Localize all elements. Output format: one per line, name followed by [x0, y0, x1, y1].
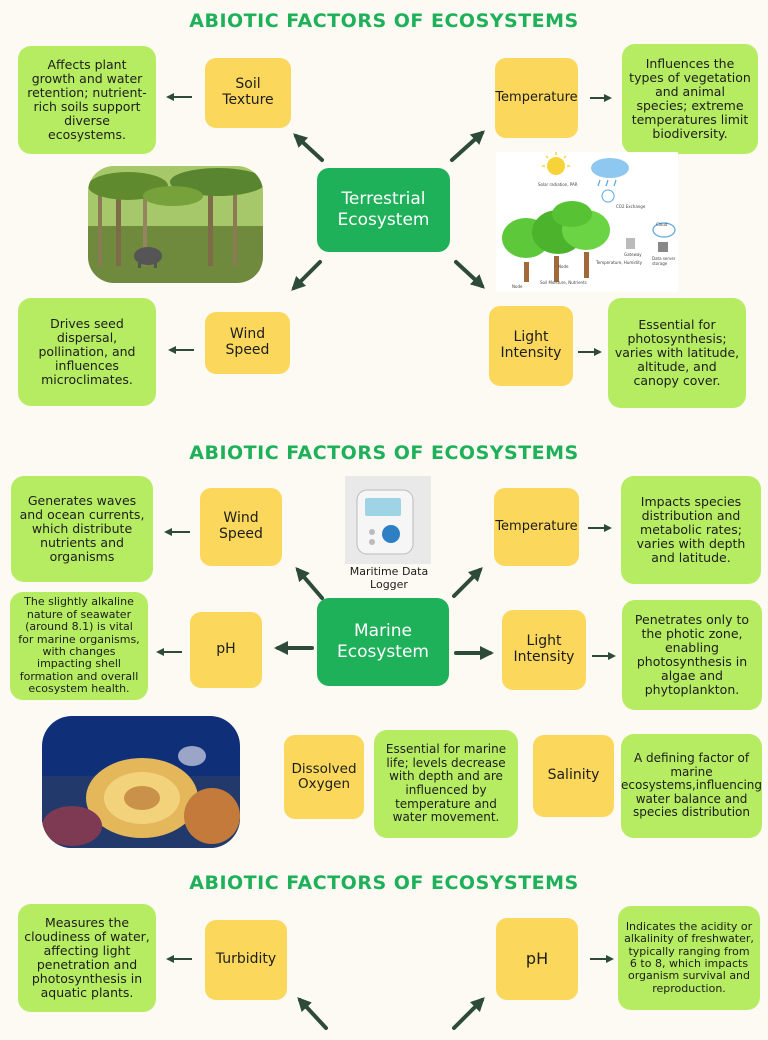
marine-ecosystem-center: Marine Ecosystem	[317, 598, 449, 686]
marine-ph-description: The slightly alkaline nature of seawater…	[10, 592, 148, 700]
marine-temperature-label: Temperature	[494, 488, 579, 566]
diagram-label-server: Data server storage	[652, 256, 676, 266]
terrestrial-light-intensity-label: Light Intensity	[489, 306, 573, 386]
arrow-to-marine-temperature	[452, 567, 483, 598]
arrow-to-light-intensity	[454, 260, 485, 289]
arrow-to-wind-speed	[291, 260, 322, 291]
dissolved-oxygen-description: Essential for marine life; levels decrea…	[374, 730, 518, 838]
terrestrial-arrows	[166, 93, 612, 356]
diagram-label-temperature: Temperature, Humidity	[596, 260, 643, 265]
arrow-to-soil-texture	[293, 133, 324, 162]
marine-wind-speed-label: Wind Speed	[200, 488, 282, 566]
marine-arrows	[156, 524, 616, 660]
arrow-to-marine-wind-speed	[295, 566, 324, 600]
arrow-to-temperature	[450, 130, 485, 162]
terrestrial-wind-speed-label: Wind Speed	[205, 312, 290, 374]
marine-ph-label: pH	[190, 612, 262, 688]
freshwater-arrows	[166, 955, 614, 1030]
section-title-marine: ABIOTIC FACTORS OF ECOSYSTEMS	[189, 442, 579, 464]
marine-light-intensity-description: Penetrates only to the photic zone, enab…	[622, 600, 762, 710]
diagram-label-soil: Soil Moisture, Nutrients	[540, 280, 587, 285]
turbidity-label: Turbidity	[205, 920, 287, 1000]
salinity-label: Salinity	[533, 735, 614, 817]
section-title-terrestrial: ABIOTIC FACTORS OF ECOSYSTEMS	[189, 10, 579, 32]
coral-reef-photo	[42, 716, 240, 848]
soil-texture-label: Soil Texture	[205, 58, 291, 128]
temperature-description: Influences the types of vegetation and a…	[622, 44, 758, 154]
terrestrial-ecosystem-center: Terrestrial Ecosystem	[317, 168, 450, 252]
section-title-freshwater: ABIOTIC FACTORS OF ECOSYSTEMS	[189, 872, 579, 894]
diagram-label-node-2: Node	[558, 264, 569, 269]
arrow-to-freshwater-ph	[452, 997, 485, 1030]
data-logger-caption: Maritime Data Logger	[349, 565, 429, 591]
diagram-label-cloud: Cloud	[656, 222, 668, 227]
temperature-label: Temperature	[495, 58, 578, 138]
diagram-label-gateway: Gateway	[624, 252, 642, 257]
marine-temperature-description: Impacts species distribution and metabol…	[621, 476, 761, 584]
dissolved-oxygen-label: Dissolved Oxygen	[284, 735, 364, 819]
sensor-network-diagram: Solar radiation, PAR CO2 Exchange Cloud …	[496, 152, 678, 292]
soil-texture-description: Affects plant growth and water retention…	[18, 46, 156, 154]
terrestrial-light-intensity-description: Essential for photosynthesis; varies wit…	[608, 298, 746, 408]
arrow-to-turbidity	[297, 997, 328, 1030]
turbidity-description: Measures the cloudiness of water, affect…	[18, 904, 156, 1012]
diagram-label-solar: Solar radiation, PAR	[538, 182, 578, 187]
salinity-description: A defining factor of marine ecosystems,i…	[621, 734, 762, 838]
freshwater-ph-description: Indicates the acidity or alkalinity of f…	[618, 906, 760, 1010]
terrestrial-wind-speed-description: Drives seed dispersal, pollination, and …	[18, 298, 156, 406]
marine-wind-speed-description: Generates waves and ocean currents, whic…	[11, 476, 153, 582]
data-logger-photo	[345, 476, 431, 564]
savanna-photo	[88, 166, 263, 283]
diagram-label-node-1: Node	[512, 284, 523, 289]
freshwater-ph-label: pH	[496, 918, 578, 1000]
marine-light-intensity-label: Light Intensity	[502, 610, 586, 690]
diagram-label-co2: CO2 Exchange	[616, 204, 646, 209]
